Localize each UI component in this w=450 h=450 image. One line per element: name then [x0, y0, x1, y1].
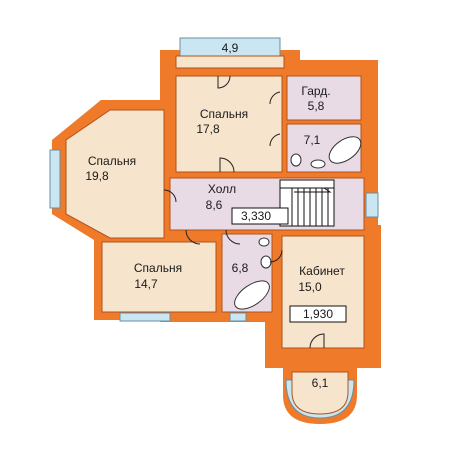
bedroom-top — [175, 75, 283, 173]
bay-bottom-area: 6,1 — [312, 376, 329, 390]
level-office: 1,930 — [303, 307, 333, 321]
doors — [163, 75, 325, 349]
hall-area: 8,6 — [206, 198, 223, 212]
office-name: Кабинет — [299, 264, 345, 278]
window-south-bedroom — [119, 312, 171, 322]
level-box-hall — [231, 207, 289, 225]
bay-top-area: 4,9 — [222, 41, 239, 55]
bedroom-left — [65, 109, 165, 239]
office — [281, 235, 365, 349]
wardrobe-name: Гард. — [301, 84, 330, 98]
sink-bottom — [258, 237, 270, 247]
wardrobe — [286, 75, 362, 121]
bath-top-area: 7,1 — [304, 133, 321, 147]
window-west — [49, 149, 61, 209]
window-south-bath — [229, 312, 247, 322]
bedroom-top-name: Спальня — [200, 107, 248, 121]
bedroom-left-name: Спальня — [88, 154, 136, 168]
bedroom-bottom-name: Спальня — [134, 261, 182, 275]
bay-top — [175, 55, 285, 69]
office-area: 15,0 — [298, 280, 322, 294]
bath-bottom-area: 6,8 — [232, 261, 249, 275]
bay-bottom — [291, 371, 349, 415]
window-east — [365, 192, 379, 218]
toilet-top — [290, 153, 302, 167]
level-hall: 3,330 — [241, 209, 271, 223]
bathtub-top — [328, 136, 362, 164]
hall-name: Холл — [208, 182, 236, 196]
toilet-bottom — [260, 255, 272, 269]
bedroom-bottom — [101, 241, 217, 313]
bathtub-bottom — [234, 280, 270, 310]
sink-top — [310, 159, 326, 169]
bedroom-left-area: 19,8 — [85, 169, 109, 183]
staircase — [279, 179, 335, 227]
bedroom-top-area: 17,8 — [196, 122, 220, 136]
bedroom-bottom-area: 14,7 — [134, 277, 158, 291]
fixtures — [234, 136, 362, 310]
wardrobe-area: 5,8 — [308, 99, 325, 113]
level-box-office — [289, 305, 347, 323]
